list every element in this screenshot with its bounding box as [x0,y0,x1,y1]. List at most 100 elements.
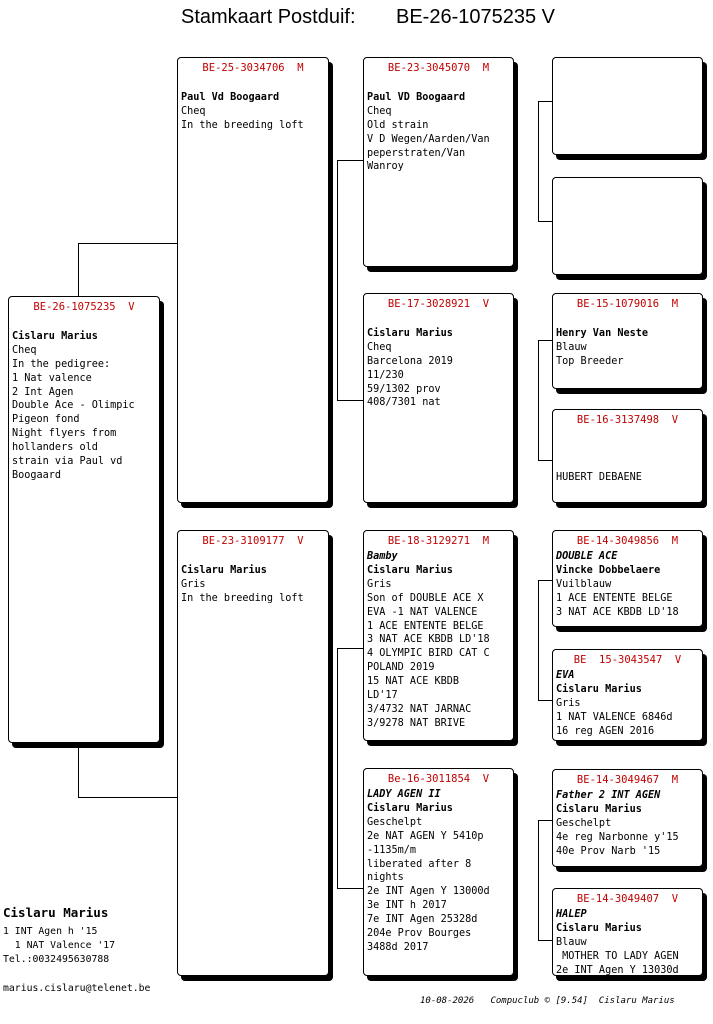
connector [538,820,552,821]
pigeon-info-line: 3e INT h 2017 [367,900,447,912]
pigeon-info-line: Gris [367,578,392,590]
pigeon-info-line: Vuilblauw [556,578,612,590]
pigeon-info-line: Cislaru Marius [367,564,453,576]
pigeon-info-line: peperstraten/Van [367,147,466,159]
connector [337,648,363,649]
pigeon-info-line: 16 reg AGEN 2016 [556,725,655,737]
pigeon-info-line: Cislaru Marius [556,803,642,815]
ring-number: BE-14-3049856 M [576,535,679,547]
pigeon-info-line: Cislaru Marius [367,327,453,339]
owner-result-1: 1 INT Agen h '15 [3,926,98,937]
ring-number: BE-14-3049407 V [576,893,679,905]
pigeon-card-empty[interactable] [552,57,703,155]
title-ring-number: BE-26-1075235 V [396,6,556,28]
pigeon-info-line: Gris [181,578,206,590]
connector [78,797,178,798]
ring-number: BE-18-3129271 M [387,535,490,547]
pigeon-info-line [367,77,510,91]
ring-number: BE-16-3137498 V [576,414,679,426]
connector [337,160,363,161]
pigeon-info-line [12,316,156,330]
pigeon-info-line: 2e INT Agen Y 13000d [367,886,490,898]
pigeon-info-line: HUBERT DEBAENE [556,471,642,483]
pigeon-info-line: Cislaru Marius [12,330,98,342]
pigeon-info-line: Geschelpt [556,817,612,829]
connector [78,745,79,797]
connector [538,580,539,700]
pigeon-info-line: Bamby [367,551,398,562]
pigeon-info-line: 1 ACE ENTENTE BELGE [556,592,673,604]
connector [538,820,539,940]
pigeon-info-line: Pigeon fond [12,414,80,426]
pigeon-card-sire-dam-dam[interactable]: BE-16-3137498 V HUBERT DEBAENE [552,409,703,503]
connector [337,400,363,401]
pigeon-info-line: nights [367,872,404,884]
pigeon-info-line: 3 NAT ACE KBDB LD'18 [367,634,490,646]
pigeon-info-line: 2e INT Agen Y 13030d [556,964,679,976]
pigeon-info-line: 40e Prov Narb '15 [556,845,661,857]
pigeon-info-line: Son of DOUBLE ACE X [367,592,484,604]
ring-number: BE 15-3043547 V [573,654,682,666]
pigeon-info-line: Cislaru Marius [367,802,453,814]
pigeon-info-line: Barcelona 2019 [367,355,453,367]
pigeon-info-line: Cheq [181,105,206,117]
pigeon-info-line: EVA -1 NAT VALENCE [367,606,478,618]
connector [538,940,552,941]
pigeon-info-line: Top Breeder [556,355,624,367]
pigeon-info-line [181,550,325,564]
owner-email[interactable]: marius.cislaru@telenet.be [3,983,151,994]
pigeon-info-line: MOTHER TO LADY AGEN [556,950,679,962]
pigeon-info-line: Paul VD Boogaard [367,91,466,103]
pigeon-info-line: Double Ace - Olimpic [12,400,135,412]
connector [538,101,539,221]
pigeon-info-line: 11/230 [367,369,404,381]
pigeon-info-line: V D Wegen/Aarden/Van [367,133,490,145]
pigeon-info-line: 2 Int Agen [12,386,74,398]
ring-number: BE-23-3109177 V [202,535,304,547]
pigeon-info-line: LADY AGEN II [367,789,441,800]
pigeon-info-line: 1 NAT VALENCE 6846d [556,711,673,723]
pigeon-info-line: EVA [556,670,575,681]
pigeon-info-line: 2e NAT AGEN Y 5410p [367,830,484,842]
pigeon-info-line: 204e Prov Bourges [367,928,472,940]
connector [538,460,552,461]
pigeon-info-line: 4 OLYMPIC BIRD CAT C [367,648,490,660]
connector [78,243,178,244]
pigeon-card-empty[interactable] [552,177,703,275]
pigeon-info-line: Blauw [556,341,587,353]
owner-name: Cislaru Marius [3,905,109,920]
pigeon-info-line: 7e INT Agen 25328d [367,914,478,926]
pigeon-info-line: Henry Van Neste [556,327,649,339]
pigeon-info-line: 1 ACE ENTENTE BELGE [367,620,484,632]
pigeon-info-line: In the pedigree: [12,358,111,370]
pigeon-info-line [556,457,699,471]
pigeon-info-line: 59/1302 prov [367,383,441,395]
owner-phone: Tel.:0032495630788 [3,954,110,965]
ring-number: BE-17-3028921 V [387,298,490,310]
connector [538,221,552,222]
pigeon-info-line: In the breeding loft [181,592,304,604]
connector [538,340,552,341]
pigeon-info-line: 1 Nat valence [12,372,92,384]
pigeon-info-line: 3 NAT ACE KBDB LD'18 [556,606,679,618]
pigeon-info-line [367,313,510,327]
pigeon-info-line [556,443,699,457]
ring-number: BE-15-1079016 M [576,298,679,310]
pigeon-info-line: Cheq [367,105,392,117]
connector [538,101,552,102]
pigeon-info-line: Night flyers from [12,428,117,440]
pigeon-info-line: Blauw [556,936,587,948]
pigeon-info-line: liberated after 8 [367,858,472,870]
